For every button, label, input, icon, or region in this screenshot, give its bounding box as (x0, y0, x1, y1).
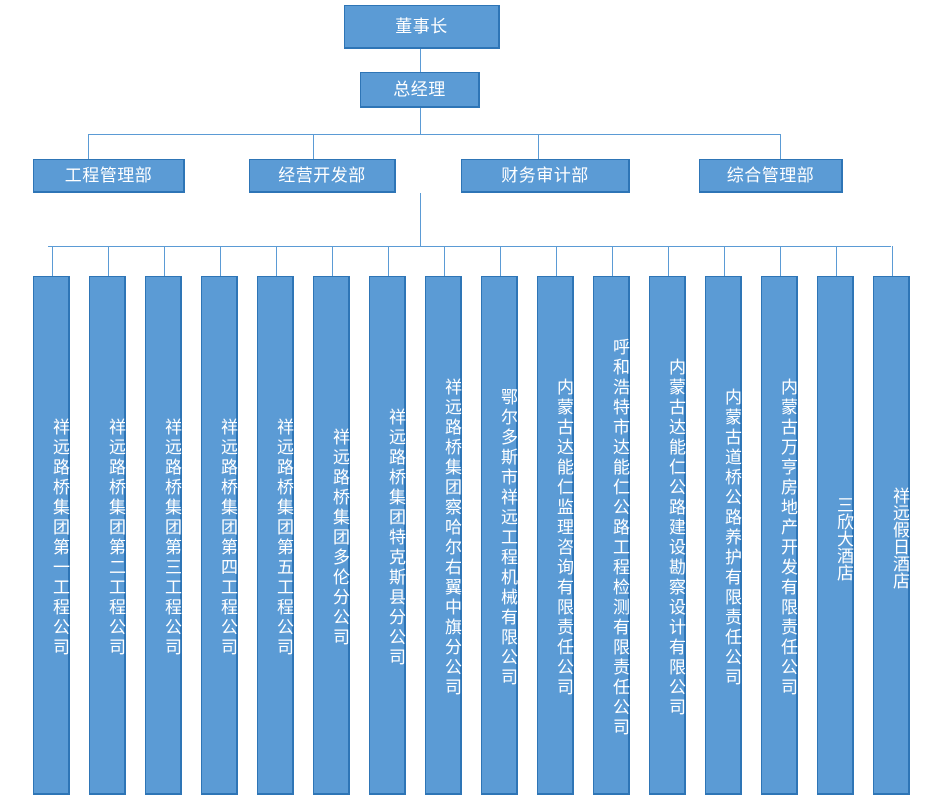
connector-subsidiary-stem-2 (108, 246, 109, 276)
node-subsidiary-12[interactable]: 内蒙古达能仁公路建设勘察设计有限公司 (649, 276, 686, 795)
connector-subsidiary-stem-6 (332, 246, 333, 276)
connector-gm-stem (420, 108, 421, 135)
connector-subsidiary-bus (48, 246, 891, 247)
node-chairman[interactable]: 董事长 (344, 5, 500, 49)
node-subsidiary-11[interactable]: 呼和浩特市达能仁公路工程检测有限责任公司 (593, 276, 630, 795)
node-subsidiary-14[interactable]: 内蒙古万亨房地产开发有限责任公司 (761, 276, 798, 795)
connector-subsidiary-stem-12 (668, 246, 669, 276)
connector-department-stem-2 (313, 134, 314, 160)
node-subsidiary-16[interactable]: 祥远假日酒店 (873, 276, 910, 795)
connector-department-stem-3 (538, 134, 539, 160)
node-subsidiary-5[interactable]: 祥远路桥集团第五工程公司 (257, 276, 294, 795)
node-subsidiary-10[interactable]: 内蒙古达能仁监理咨询有限责任公司 (537, 276, 574, 795)
connector-subsidiary-stem-9 (500, 246, 501, 276)
connector-subsidiary-stem-4 (220, 246, 221, 276)
node-subsidiary-7[interactable]: 祥远路桥集团特克斯县分公司 (369, 276, 406, 795)
connector-subsidiary-stem-7 (388, 246, 389, 276)
connector-gm-to-subsidiary-bus (420, 193, 421, 246)
node-subsidiary-6[interactable]: 祥远路桥集团多伦分公司 (313, 276, 350, 795)
connector-subsidiary-stem-14 (780, 246, 781, 276)
connector-subsidiary-stem-3 (164, 246, 165, 276)
node-subsidiary-2[interactable]: 祥远路桥集团第二工程公司 (89, 276, 126, 795)
node-subsidiary-13[interactable]: 内蒙古道桥公路养护有限责任公司 (705, 276, 742, 795)
node-subsidiary-9[interactable]: 鄂尔多斯市祥远工程机械有限公司 (481, 276, 518, 795)
connector-subsidiary-stem-15 (836, 246, 837, 276)
connector-subsidiary-stem-10 (556, 246, 557, 276)
connector-subsidiary-stem-11 (612, 246, 613, 276)
connector-chairman-to-gm (420, 49, 421, 72)
connector-department-stem-1 (88, 134, 89, 160)
connector-subsidiary-stem-5 (276, 246, 277, 276)
node-general-manager[interactable]: 总经理 (360, 72, 480, 108)
node-department-business-development[interactable]: 经营开发部 (249, 159, 396, 193)
connector-subsidiary-stem-16 (892, 246, 893, 276)
node-subsidiary-4[interactable]: 祥远路桥集团第四工程公司 (201, 276, 238, 795)
connector-subsidiary-stem-8 (444, 246, 445, 276)
node-subsidiary-8[interactable]: 祥远路桥集团察哈尔右翼中旗分公司 (425, 276, 462, 795)
node-department-general-management[interactable]: 综合管理部 (699, 159, 843, 193)
node-department-engineering-management[interactable]: 工程管理部 (33, 159, 185, 193)
connector-department-bus (88, 134, 781, 135)
node-department-finance-audit[interactable]: 财务审计部 (461, 159, 630, 193)
node-subsidiary-15[interactable]: 三欣大酒店 (817, 276, 854, 795)
node-subsidiary-3[interactable]: 祥远路桥集团第三工程公司 (145, 276, 182, 795)
connector-department-stem-4 (780, 134, 781, 160)
connector-subsidiary-stem-13 (724, 246, 725, 276)
connector-subsidiary-stem-1 (52, 246, 53, 276)
node-subsidiary-1[interactable]: 祥远路桥集团第一工程公司 (33, 276, 70, 795)
